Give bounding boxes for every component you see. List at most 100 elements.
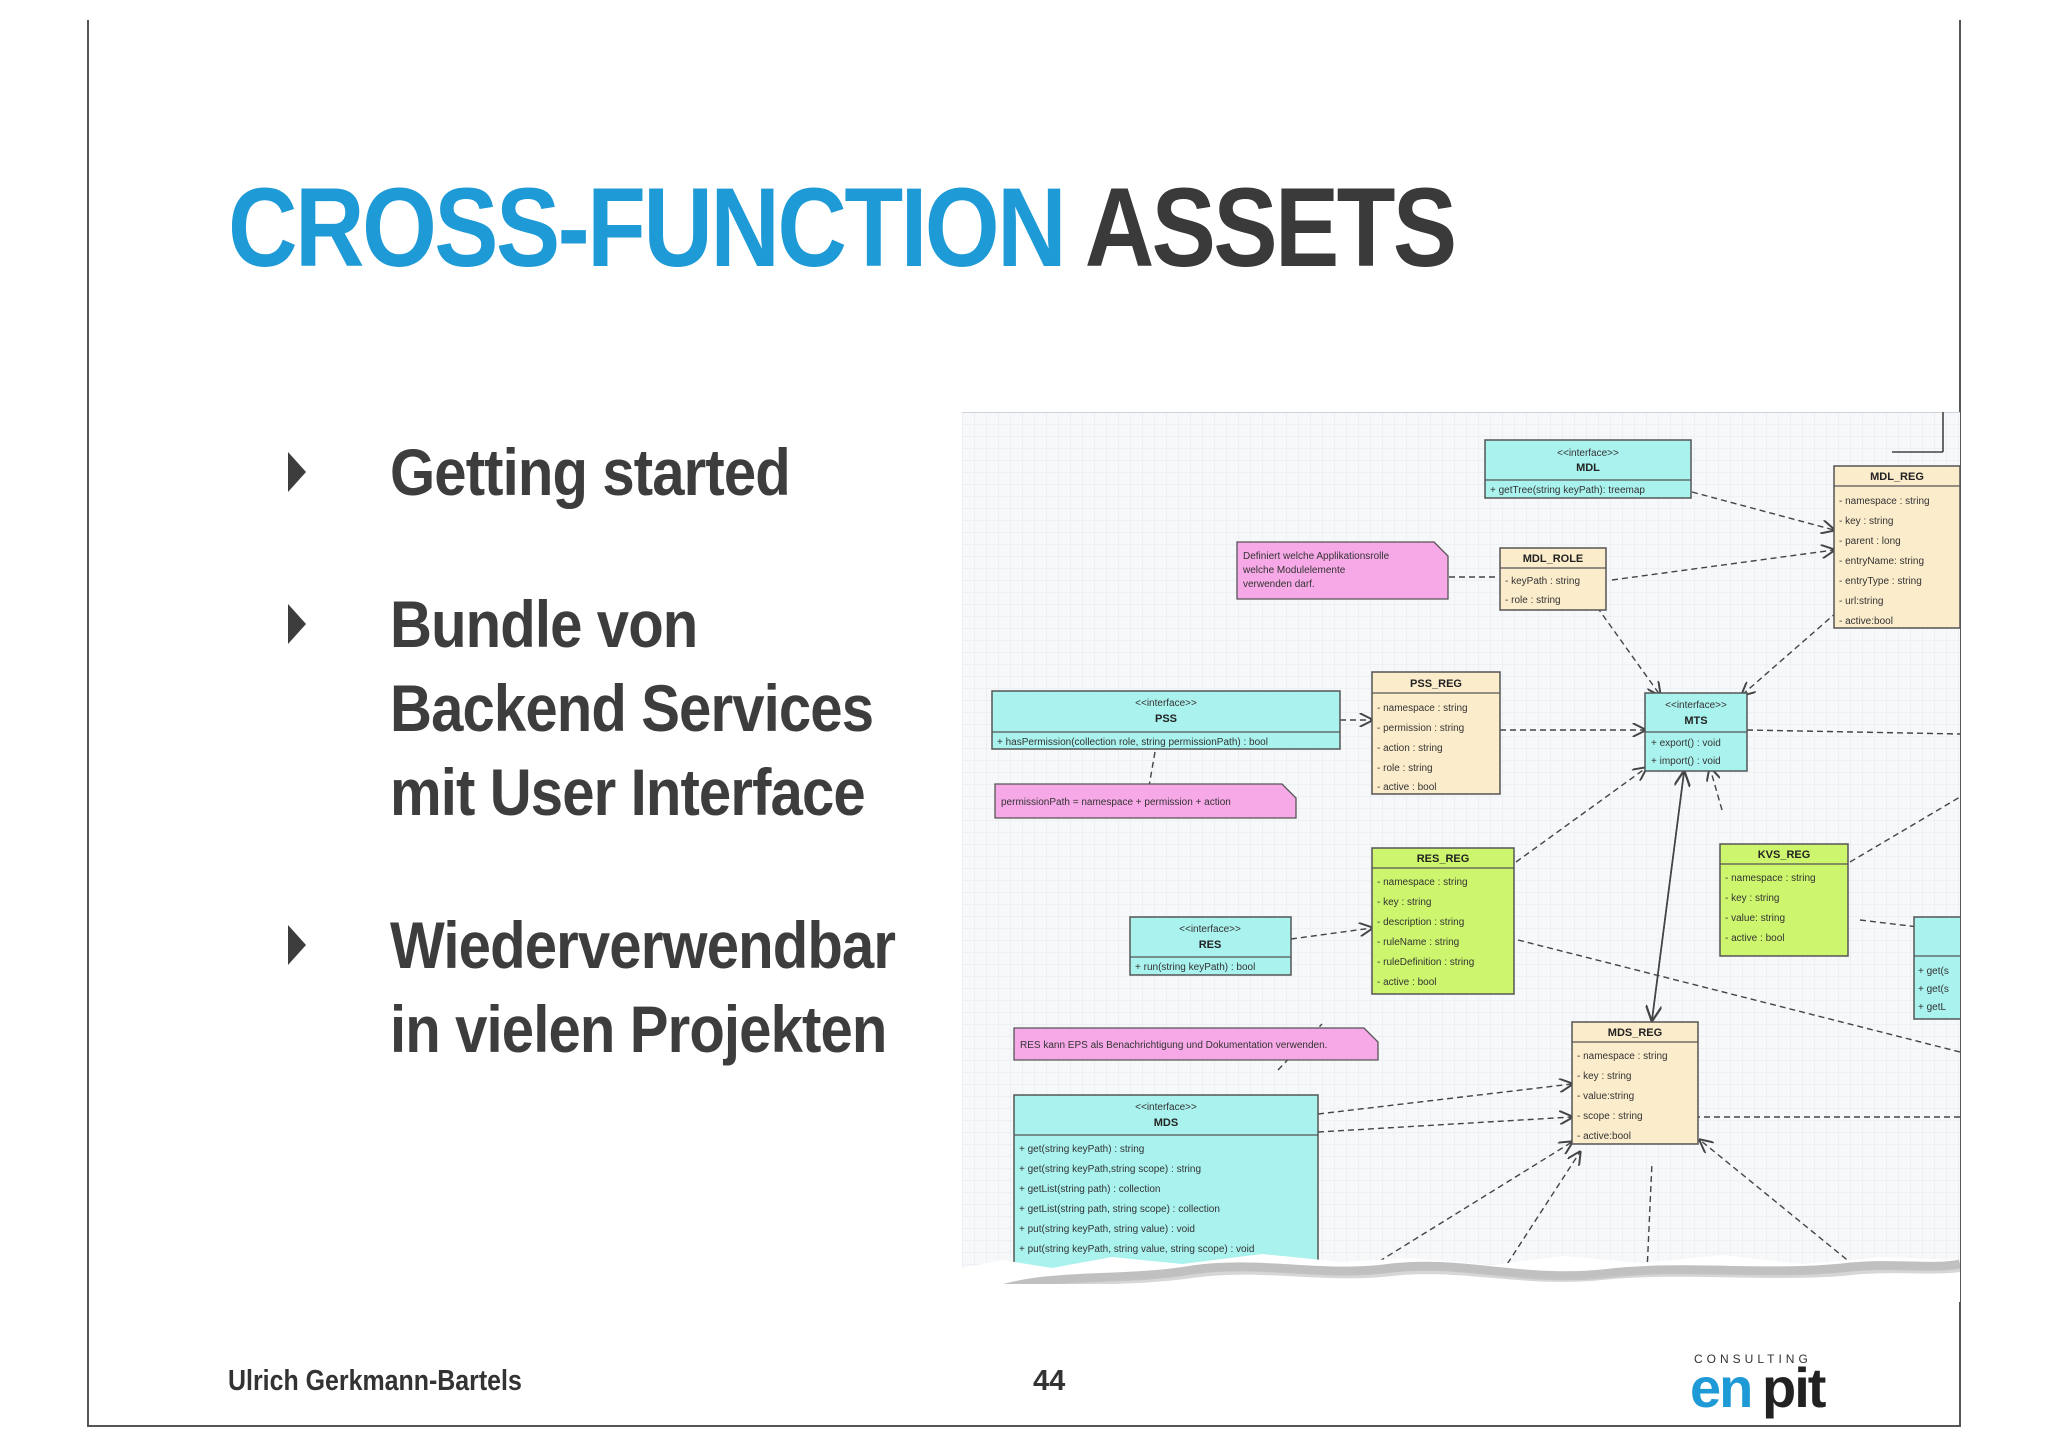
svg-text:- role : string: - role : string xyxy=(1377,763,1433,774)
svg-text:- active : bool: - active : bool xyxy=(1377,977,1436,988)
svg-text:- permission : string: - permission : string xyxy=(1377,723,1464,734)
svg-text:- entryName: string: - entryName: string xyxy=(1839,556,1924,567)
svg-text:RES kann EPS als Benachrichtig: RES kann EPS als Benachrichtigung und Do… xyxy=(1020,1040,1327,1051)
bullet-line: Wiederverwendbar xyxy=(390,908,896,982)
uml-box-res-reg: RES_REG - namespace : string - key : str… xyxy=(1371,847,1515,995)
uml-box-mdl-reg: MDL_REG - namespace : string - key : str… xyxy=(1833,465,1960,629)
uml-box-kvs-reg: KVS_REG - namespace : string - key : str… xyxy=(1719,843,1849,957)
svg-text:RES_REG: RES_REG xyxy=(1417,853,1470,865)
svg-text:MDL_REG: MDL_REG xyxy=(1870,471,1924,483)
svg-text:+ get(s: + get(s xyxy=(1918,966,1949,977)
svg-text:- ruleName : string: - ruleName : string xyxy=(1377,937,1459,948)
svg-text:<<interface>>: <<interface>> xyxy=(1135,1102,1197,1113)
svg-text:+ getL: + getL xyxy=(1918,1002,1947,1013)
svg-text:MDL: MDL xyxy=(1576,462,1600,474)
title-rest: ASSETS xyxy=(1084,165,1457,290)
uml-box-pss-reg: PSS_REG - namespace : string - permissio… xyxy=(1371,671,1501,795)
svg-text:- namespace : string: - namespace : string xyxy=(1377,703,1468,714)
svg-text:Definiert welche Applikationsr: Definiert welche Applikationsrolle xyxy=(1243,551,1390,562)
svg-text:+ put(string keyPath, string v: + put(string keyPath, string value) : vo… xyxy=(1019,1224,1195,1235)
bullet-marker-icon xyxy=(288,925,306,965)
svg-text:MDS: MDS xyxy=(1154,1117,1178,1129)
uml-box-pss: <<interface>> PSS + hasPermission(collec… xyxy=(991,690,1341,750)
bullet-line: in vielen Projekten xyxy=(390,992,887,1066)
svg-text:- scope : string: - scope : string xyxy=(1577,1111,1643,1122)
svg-text:PSS_REG: PSS_REG xyxy=(1410,678,1462,690)
svg-text:MTS: MTS xyxy=(1684,715,1707,727)
svg-text:- action : string: - action : string xyxy=(1377,743,1443,754)
svg-text:RES: RES xyxy=(1199,939,1222,951)
svg-text:- namespace : string: - namespace : string xyxy=(1377,877,1468,888)
svg-text:- active:bool: - active:bool xyxy=(1577,1131,1631,1142)
uml-box-mds-reg: MDS_REG - namespace : string - key : str… xyxy=(1571,1021,1699,1145)
svg-text:+ get(s: + get(s xyxy=(1918,984,1949,995)
uml-box-mds: <<interface>> MDS + get(string keyPath) … xyxy=(1013,1094,1319,1286)
svg-text:+ getList(string path) : colle: + getList(string path) : collection xyxy=(1019,1184,1160,1195)
svg-text:<<interface>>: <<interface>> xyxy=(1557,448,1619,459)
svg-text:PSS: PSS xyxy=(1155,713,1177,725)
svg-text:MDS_REG: MDS_REG xyxy=(1608,1027,1662,1039)
bullet-line: mit User Interface xyxy=(390,755,866,829)
footer-author: Ulrich Gerkmann-Bartels xyxy=(228,1365,522,1397)
svg-text:KVS_REG: KVS_REG xyxy=(1758,849,1811,861)
bullet-text: Wiederverwendbar in vielen Projekten xyxy=(390,903,896,1071)
uml-box-mdl-role: MDL_ROLE - keyPath : string - role : str… xyxy=(1499,547,1607,611)
svg-text:- key : string: - key : string xyxy=(1725,893,1779,904)
svg-text:- description : string: - description : string xyxy=(1377,917,1464,928)
uml-note-res: RES kann EPS als Benachrichtigung und Do… xyxy=(1013,1027,1379,1061)
slide-frame-left xyxy=(87,20,89,1427)
uml-box-res: <<interface>> RES + run(string keyPath) … xyxy=(1129,916,1292,976)
svg-text:permissionPath = namespace + p: permissionPath = namespace + permission … xyxy=(1001,797,1231,808)
slide-frame-bottom xyxy=(87,1425,1961,1427)
bullet-line: Backend Services xyxy=(390,671,874,745)
uml-note-roles: Definiert welche Applikationsrolle welch… xyxy=(1236,541,1449,600)
svg-text:+ get(string keyPath) : string: + get(string keyPath) : string xyxy=(1019,1144,1144,1155)
slide-title: CROSS-FUNCTION ASSETS xyxy=(228,172,1457,284)
bullet-line: Getting started xyxy=(390,435,791,509)
bullet-text: Bundle von Backend Services mit User Int… xyxy=(390,582,874,834)
uml-box-partial: + get(s + get(s + getL xyxy=(1913,916,1960,1020)
svg-text:+ get(string keyPath,string sc: + get(string keyPath,string scope) : str… xyxy=(1019,1164,1201,1175)
svg-text:- value: string: - value: string xyxy=(1725,913,1785,924)
svg-text:- parent : long: - parent : long xyxy=(1839,536,1901,547)
enpit-logo: CONSULTING en pit xyxy=(1690,1352,1830,1416)
svg-text:- active : bool: - active : bool xyxy=(1377,782,1436,793)
svg-text:- role : string: - role : string xyxy=(1505,595,1561,606)
logo-en: en xyxy=(1690,1356,1753,1419)
svg-text:+ getList(string path, string: + getList(string path, string scope) : c… xyxy=(1019,1204,1220,1215)
svg-text:- entryType : string: - entryType : string xyxy=(1839,576,1922,587)
svg-text:verwenden darf.: verwenden darf. xyxy=(1243,579,1315,590)
svg-text:- namespace : string: - namespace : string xyxy=(1577,1051,1668,1062)
svg-text:- url:string: - url:string xyxy=(1839,596,1883,607)
svg-text:+ run(string keyPath) : bool: + run(string keyPath) : bool xyxy=(1135,962,1255,973)
logo-pit: pit xyxy=(1762,1356,1826,1419)
svg-text:- key : string: - key : string xyxy=(1377,897,1431,908)
svg-text:welche Modulelemente: welche Modulelemente xyxy=(1242,565,1346,576)
uml-box-mdl: <<interface>> MDL + getTree(string keyPa… xyxy=(1484,439,1692,499)
svg-text:+ getTree(string keyPath): tre: + getTree(string keyPath): treemap xyxy=(1490,485,1645,496)
svg-text:- ruleDefinition : string: - ruleDefinition : string xyxy=(1377,957,1474,968)
svg-text:- namespace : string: - namespace : string xyxy=(1839,496,1930,507)
svg-text:- keyPath : string: - keyPath : string xyxy=(1505,576,1580,587)
svg-text:- value:string: - value:string xyxy=(1577,1091,1634,1102)
svg-text:+ import() : void: + import() : void xyxy=(1651,756,1721,767)
bullet-text: Getting started xyxy=(390,430,791,514)
svg-text:MDL_ROLE: MDL_ROLE xyxy=(1523,553,1584,565)
svg-text:+ hasPermission(collection rol: + hasPermission(collection role, string … xyxy=(997,737,1268,748)
svg-text:<<interface>>: <<interface>> xyxy=(1135,698,1197,709)
logo-consulting: CONSULTING xyxy=(1694,1352,1812,1366)
svg-text:<<interface>>: <<interface>> xyxy=(1665,700,1727,711)
svg-text:- active : bool: - active : bool xyxy=(1725,933,1784,944)
uml-box-mts: <<interface>> MTS + export() : void + im… xyxy=(1644,692,1748,772)
svg-text:- namespace : string: - namespace : string xyxy=(1725,873,1816,884)
bullet-marker-icon xyxy=(288,604,306,644)
bullet-marker-icon xyxy=(288,452,306,492)
bullet-line: Bundle von xyxy=(390,587,698,661)
title-highlight: CROSS-FUNCTION xyxy=(228,165,1067,290)
svg-text:- active:bool: - active:bool xyxy=(1839,616,1893,627)
slide-frame-right xyxy=(1959,20,1961,1427)
svg-text:- key : string: - key : string xyxy=(1839,516,1893,527)
svg-text:+ put(string keyPath, string v: + put(string keyPath, string value, stri… xyxy=(1019,1244,1254,1255)
uml-diagram-image: <<interface>> MDL + getTree(string keyPa… xyxy=(962,412,1960,1302)
svg-text:- key : string: - key : string xyxy=(1577,1071,1631,1082)
